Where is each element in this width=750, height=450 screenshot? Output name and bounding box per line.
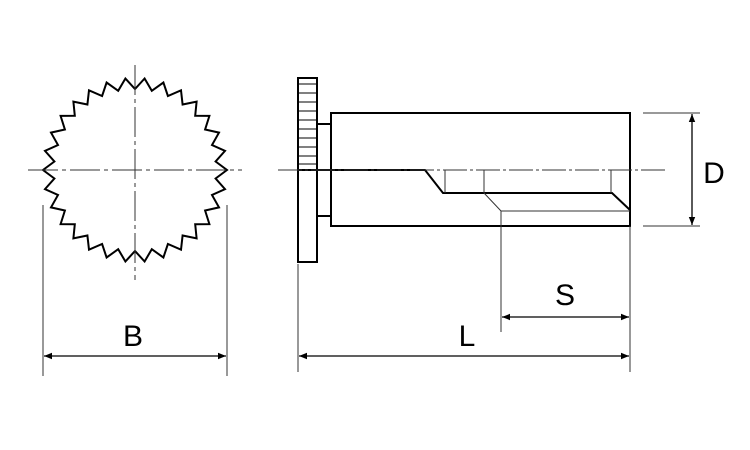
side-view: S L D (278, 77, 725, 372)
bore-profile (298, 169, 631, 211)
shoulder (317, 123, 331, 217)
label-l: L (459, 320, 476, 353)
label-d: D (703, 157, 725, 190)
thread-lines (444, 170, 630, 212)
knurl-hatching (298, 83, 317, 165)
label-s: S (555, 279, 575, 312)
front-view: B (28, 65, 242, 376)
label-b: B (123, 320, 143, 353)
